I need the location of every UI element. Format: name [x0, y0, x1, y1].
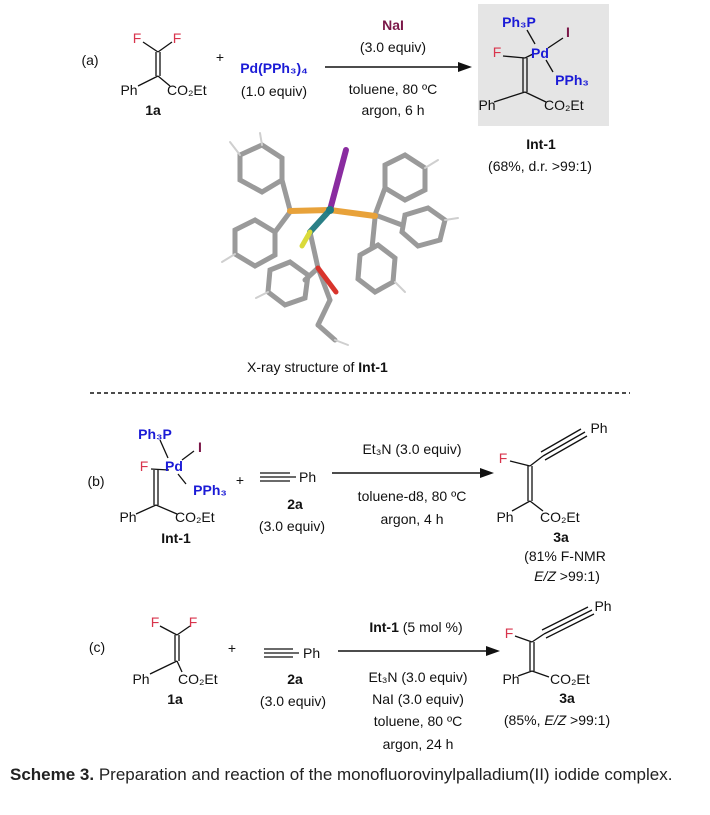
caption-label: Scheme 3. [10, 765, 95, 784]
compound-id-2a: 2a [287, 671, 303, 687]
product-3a-c-bonds [514, 606, 595, 678]
fluorine-label: F [150, 614, 160, 630]
xray-caption-id: Int-1 [358, 359, 388, 375]
xray-structure-image [221, 132, 459, 346]
yield-suffix: >99:1) [566, 712, 611, 728]
figure-caption: Scheme 3. Preparation and reaction of th… [10, 762, 705, 788]
iodide-label: I [566, 24, 570, 40]
phenyl-label: Ph [496, 509, 514, 525]
phenyl-label: Ph [478, 97, 496, 113]
fluorine-label: F [139, 458, 149, 474]
scheme-a-label: (a) [81, 52, 99, 68]
iodide-label: I [198, 439, 202, 455]
fluorine-label: F [188, 614, 198, 630]
alkyne-2a-c-bonds [264, 648, 299, 658]
phenyl-label: Ph [303, 645, 321, 661]
scheme-b-label: (b) [87, 473, 105, 489]
ez-label: E/Z [534, 568, 556, 584]
ligand-label: Ph₃P [138, 426, 172, 442]
atmosphere-time: argon, 6 h [361, 102, 425, 118]
caption-text: Preparation and reaction of the monofluo… [94, 765, 673, 784]
phenyl-label: Ph [502, 671, 520, 687]
ester-label: CO₂Et [540, 509, 580, 525]
alkyne-2a-b-bonds [260, 472, 296, 482]
xray-caption: X-ray structure of Int-1 [247, 360, 388, 374]
ester-label: CO₂Et [167, 82, 207, 98]
phenyl-label: Ph [119, 509, 137, 525]
arrowheads [458, 62, 500, 656]
ez-ratio: E/Z >99:1) [534, 569, 600, 583]
xray-caption-text: X-ray structure of [247, 359, 359, 375]
phenyl-label: Ph [590, 420, 608, 436]
int1-bonds [493, 29, 564, 103]
reagent-amount: (1.0 equiv) [240, 83, 308, 99]
yield-text: (68%, d.r. >99:1) [488, 158, 592, 174]
atmosphere-time: argon, 24 h [382, 736, 454, 752]
base-conditions: Et₃N (3.0 equiv) [362, 441, 462, 457]
ligand-label: PPh₃ [193, 482, 227, 498]
ester-label: CO₂Et [550, 671, 590, 687]
catalyst-conditions: Int-1 (5 mol %) [369, 620, 462, 634]
int1-highlight-box [478, 4, 609, 126]
ez-label: E/Z [544, 712, 567, 728]
substrate-1a-bonds [137, 41, 173, 87]
int1-b-bonds [135, 439, 195, 515]
additive-amount: (3.0 equiv) [359, 39, 427, 55]
yield-text: (85%, E/Z >99:1) [504, 713, 610, 727]
alkyne-amount: (3.0 equiv) [259, 693, 327, 709]
fluorine-label: F [132, 30, 142, 46]
compound-id-2a: 2a [287, 496, 303, 512]
product-3a-b-bonds [509, 428, 588, 512]
fluorine-label: F [492, 44, 502, 60]
phenyl-label: Ph [120, 82, 138, 98]
base-conditions: Et₃N (3.0 equiv) [368, 669, 468, 685]
palladium-label: Pd [165, 458, 183, 474]
alkyne-amount: (3.0 equiv) [258, 518, 326, 534]
ez-value: >99:1) [555, 568, 600, 584]
palladium-reagent: Pd(PPh₃)₄ [240, 60, 308, 76]
plus-sign: + [235, 472, 245, 488]
catalyst-amount: (5 mol %) [398, 619, 463, 635]
ester-label: CO₂Et [178, 671, 218, 687]
fluorine-label: F [504, 625, 514, 641]
plus-sign: + [227, 640, 237, 656]
ligand-label: Ph₃P [502, 14, 536, 30]
ligand-label: PPh₃ [555, 72, 589, 88]
phenyl-label: Ph [299, 469, 317, 485]
scheme-c-label: (c) [88, 639, 106, 655]
nai-additive: NaI [382, 17, 404, 33]
additive-conditions: NaI (3.0 equiv) [372, 691, 464, 707]
fluorine-label: F [172, 30, 182, 46]
phenyl-label: Ph [132, 671, 150, 687]
ester-label: CO₂Et [175, 509, 215, 525]
solvent-temperature: toluene-d8, 80 ºC [357, 488, 467, 504]
compound-id-int1: Int-1 [526, 136, 556, 152]
ester-label: CO₂Et [544, 97, 584, 113]
phenyl-label: Ph [594, 598, 612, 614]
solvent-temperature: toluene, 80 ºC [348, 81, 438, 97]
compound-id-3a: 3a [559, 690, 575, 706]
fluorine-label: F [498, 450, 508, 466]
yield-text: (81% F-NMR [524, 548, 606, 564]
atmosphere-time: argon, 4 h [380, 511, 444, 527]
yield-prefix: (85%, [503, 712, 545, 728]
compound-id-1a: 1a [167, 691, 183, 707]
compound-id-1a: 1a [145, 102, 161, 118]
compound-id-int1: Int-1 [161, 530, 191, 546]
substrate-1a-c-bonds [149, 625, 191, 675]
compound-id-3a: 3a [553, 529, 569, 545]
catalyst-id: Int-1 [369, 619, 399, 635]
palladium-label: Pd [531, 45, 549, 61]
plus-sign: + [215, 49, 225, 65]
solvent-temperature: toluene, 80 ºC [373, 713, 463, 729]
